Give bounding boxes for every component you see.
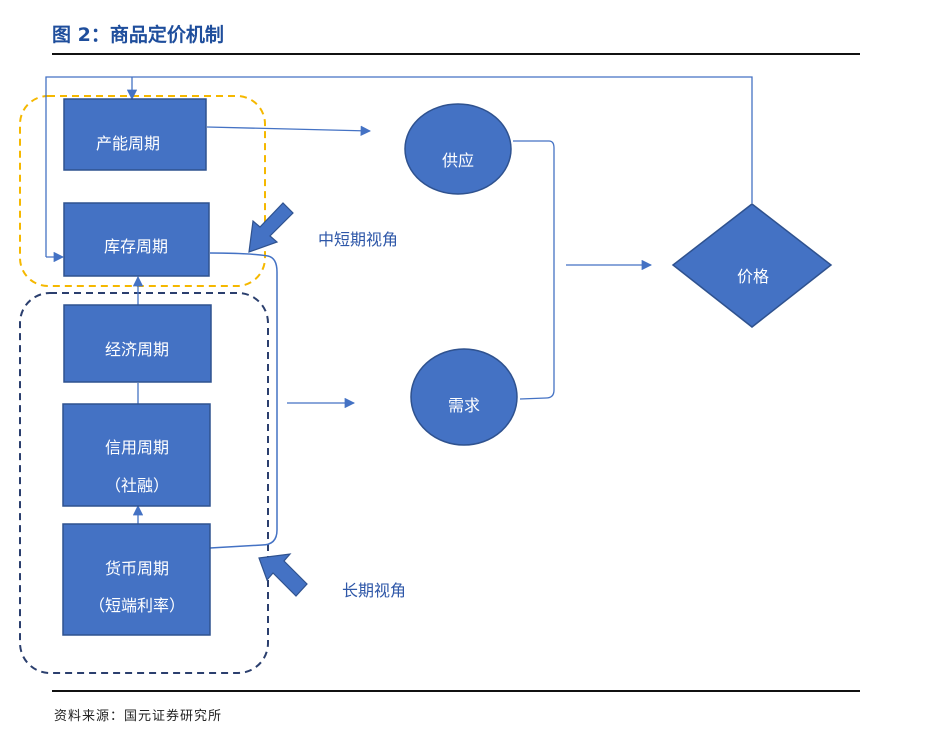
credit-cycle-sublabel: （社融） xyxy=(105,476,169,495)
economic-cycle-box xyxy=(63,304,212,383)
long-term-annotation: 长期视角 xyxy=(342,581,406,600)
monetary-cycle-sublabel: （短端利率） xyxy=(89,596,185,615)
credit-cycle-box xyxy=(62,403,211,507)
demand-bracket xyxy=(209,252,278,549)
source-note: 资料来源：国元证券研究所 xyxy=(54,709,223,724)
price-label: 价格 xyxy=(737,267,769,286)
supply-label: 供应 xyxy=(442,151,474,170)
capacity-cycle-label: 产能周期 xyxy=(96,134,160,153)
long-term-pointer-icon xyxy=(258,553,308,597)
capacity-cycle-box xyxy=(63,98,207,171)
top-rule xyxy=(52,53,860,55)
capacity-to-supply-arrow xyxy=(206,125,372,136)
credit-cycle-label: 信用周期 xyxy=(105,438,169,457)
monetary-cycle-label: 货币周期 xyxy=(105,559,169,578)
supply-demand-bracket xyxy=(513,140,555,400)
inventory-cycle-box xyxy=(63,202,210,277)
demand-label: 需求 xyxy=(448,396,480,415)
feedback-line xyxy=(45,76,753,257)
supply-node xyxy=(404,103,512,195)
inventory-cycle-label: 库存周期 xyxy=(104,237,168,256)
economic-cycle-label: 经济周期 xyxy=(105,340,169,359)
bottom-rule xyxy=(52,690,860,692)
price-node xyxy=(671,203,833,328)
long-term-group xyxy=(19,292,269,674)
mid-short-term-annotation: 中短期视角 xyxy=(318,230,398,249)
figure-title: 图 2：商品定价机制 xyxy=(52,24,224,46)
demand-node xyxy=(410,348,518,446)
monetary-cycle-box xyxy=(62,523,211,636)
mid-short-term-pointer-icon xyxy=(248,202,294,253)
